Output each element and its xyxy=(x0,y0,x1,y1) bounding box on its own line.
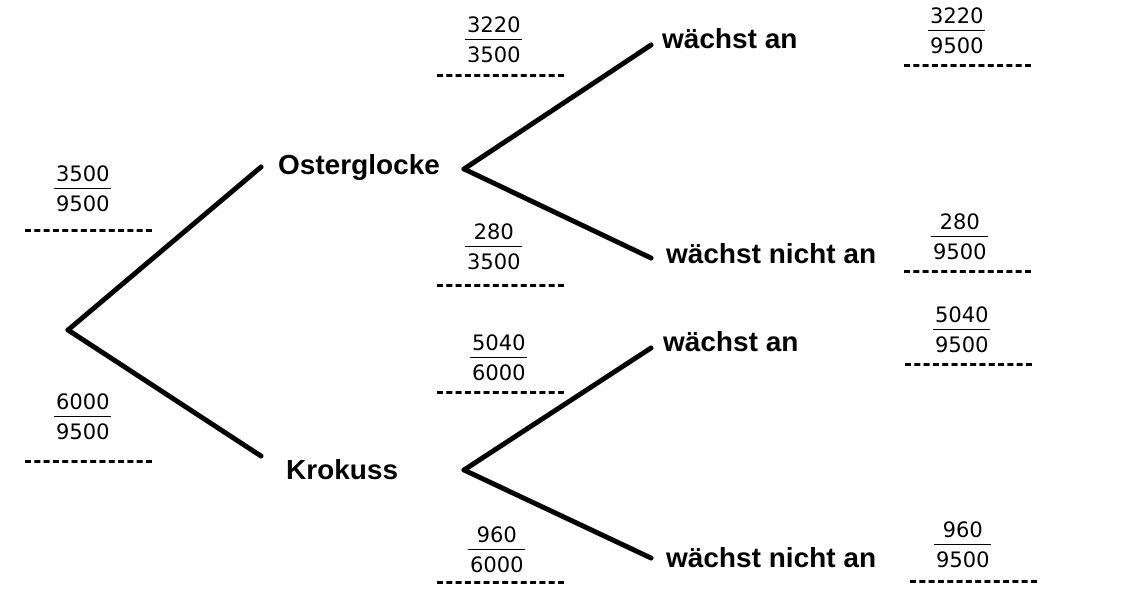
prob-kro-nicht-denominator: 6000 xyxy=(470,553,524,577)
fraction-bar xyxy=(928,30,986,31)
prob-osterglocke-denominator: 9500 xyxy=(56,192,110,216)
edge-krokuss-waechst xyxy=(461,345,654,473)
answer-blank-kro-waechst[interactable] xyxy=(437,391,564,394)
prob-ost-waechst-denominator: 3500 xyxy=(467,43,521,67)
node-osterglocke: Osterglocke xyxy=(278,149,440,180)
node-kro-waechst-an: wächst an xyxy=(663,326,799,357)
fraction-bar xyxy=(468,549,526,550)
answer-blank-result-kro-nicht[interactable] xyxy=(910,580,1037,583)
result-ost-waechst: 3220 9500 xyxy=(928,4,986,58)
node-ost-waechst-nicht-an: wächst nicht an xyxy=(666,238,877,269)
result-kro-nicht-denominator: 9500 xyxy=(936,548,990,572)
answer-blank-result-kro-waechst[interactable] xyxy=(905,363,1032,366)
fraction-bar xyxy=(934,544,992,545)
answer-blank-krokuss[interactable] xyxy=(25,460,152,463)
fraction-bar xyxy=(54,188,112,189)
result-ost-nicht-denominator: 9500 xyxy=(933,240,987,264)
node-ost-waechst-an: wächst an xyxy=(662,23,798,54)
answer-blank-osterglocke[interactable] xyxy=(25,229,152,232)
answer-blank-result-ost-waechst[interactable] xyxy=(904,64,1031,67)
prob-kro-nicht-numerator: 960 xyxy=(476,523,517,547)
prob-kro-waechst-numerator: 5040 xyxy=(472,331,526,355)
prob-ost-nicht-numerator: 280 xyxy=(473,220,514,244)
result-ost-waechst-denominator: 9500 xyxy=(930,34,984,58)
result-kro-nicht: 960 9500 xyxy=(934,518,992,572)
edge-osterglocke-waechst xyxy=(461,42,654,172)
prob-osterglocke-numerator: 3500 xyxy=(56,162,110,186)
answer-blank-result-ost-nicht[interactable] xyxy=(904,270,1031,273)
prob-kro-waechst: 5040 6000 xyxy=(470,331,528,385)
answer-blank-kro-nicht[interactable] xyxy=(437,581,564,584)
result-kro-nicht-numerator: 960 xyxy=(942,518,983,542)
fraction-bar xyxy=(54,416,112,417)
edge-root-osterglocke xyxy=(65,164,264,333)
fraction-bar xyxy=(465,246,523,247)
prob-ost-waechst: 3220 3500 xyxy=(465,13,523,67)
result-ost-nicht-numerator: 280 xyxy=(939,210,980,234)
fraction-bar xyxy=(931,236,989,237)
fraction-bar xyxy=(465,39,523,40)
prob-krokuss-denominator: 9500 xyxy=(56,420,110,444)
result-ost-waechst-numerator: 3220 xyxy=(930,4,984,28)
edge-root-krokuss xyxy=(65,327,264,459)
prob-krokuss: 6000 9500 xyxy=(54,390,112,444)
answer-blank-ost-nicht[interactable] xyxy=(437,284,564,287)
prob-ost-nicht: 280 3500 xyxy=(465,220,523,274)
result-kro-waechst-numerator: 5040 xyxy=(935,303,989,327)
prob-ost-nicht-denominator: 3500 xyxy=(467,250,521,274)
fraction-bar xyxy=(933,329,991,330)
result-kro-waechst: 5040 9500 xyxy=(933,303,991,357)
prob-osterglocke: 3500 9500 xyxy=(54,162,112,216)
prob-kro-nicht: 960 6000 xyxy=(468,523,526,577)
result-ost-nicht: 280 9500 xyxy=(931,210,989,264)
fraction-bar xyxy=(470,357,528,358)
prob-kro-waechst-denominator: 6000 xyxy=(472,361,526,385)
node-krokuss: Krokuss xyxy=(286,454,399,485)
edge-osterglocke-nicht xyxy=(461,166,654,261)
prob-krokuss-numerator: 6000 xyxy=(56,390,110,414)
answer-blank-ost-waechst[interactable] xyxy=(437,74,564,77)
edge-krokuss-nicht xyxy=(461,467,654,561)
prob-ost-waechst-numerator: 3220 xyxy=(467,13,521,37)
node-kro-waechst-nicht-an: wächst nicht an xyxy=(666,542,877,573)
result-kro-waechst-denominator: 9500 xyxy=(935,333,989,357)
